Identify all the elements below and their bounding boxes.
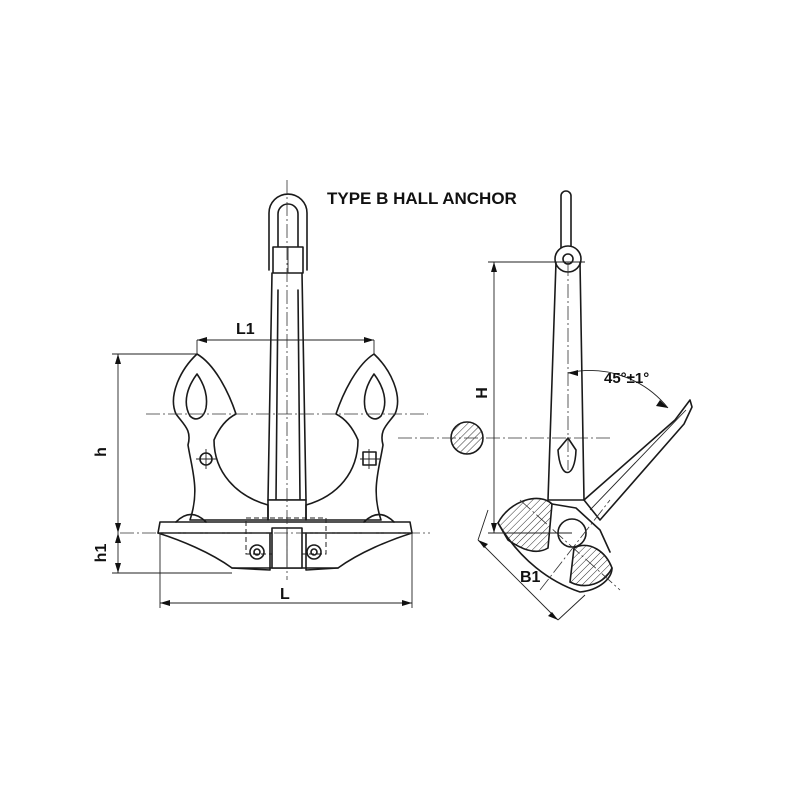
- shank-section: [398, 421, 612, 455]
- shackle: [268, 193, 308, 274]
- dim-H-label: H: [474, 387, 491, 399]
- crown-base: [157, 513, 413, 571]
- angle-label: 45°±1°: [604, 370, 649, 387]
- drawing-title: TYPE B HALL ANCHOR: [327, 189, 517, 208]
- side-view: [497, 190, 693, 593]
- front-dimensions: L1 h h1 L: [93, 321, 413, 608]
- flukes: [172, 353, 399, 521]
- front-view: [120, 180, 430, 580]
- side-dimensions: H 45°±1° B1: [474, 261, 669, 621]
- dim-h1-label: h1: [93, 544, 110, 563]
- dim-h-label: h: [93, 447, 110, 457]
- dim-L-label: L: [280, 586, 290, 603]
- dim-L1-label: L1: [236, 321, 255, 338]
- dim-B1-label: B1: [520, 569, 541, 586]
